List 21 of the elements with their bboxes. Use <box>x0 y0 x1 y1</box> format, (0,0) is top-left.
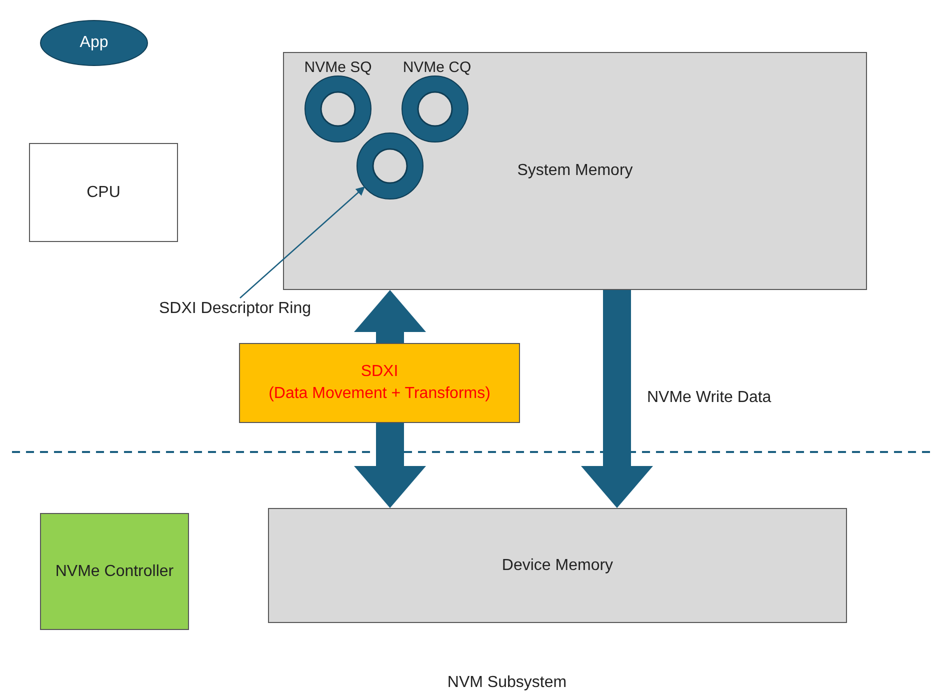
node-label: SDXI <box>360 362 398 382</box>
process-box <box>239 343 520 423</box>
process-box <box>283 52 867 290</box>
node-label: NVMe Controller <box>55 562 174 582</box>
callout-label: SDXI Descriptor Ring <box>140 298 330 320</box>
process-box <box>268 508 847 623</box>
node-label: CPU <box>86 182 120 202</box>
process-box <box>40 513 189 630</box>
node-label: System Memory <box>517 161 633 181</box>
process-box <box>29 143 178 242</box>
block-arrow <box>581 290 653 508</box>
block-arrow <box>354 290 426 343</box>
ring-node <box>355 131 425 201</box>
caption-label: NVM Subsystem <box>447 674 567 692</box>
leader-line <box>240 186 366 298</box>
node-label: Device Memory <box>502 556 614 576</box>
ring-label: NVMe SQ <box>303 59 373 76</box>
ring-label: NVMe CQ <box>402 59 472 76</box>
node-label: (Data Movement + Transforms) <box>268 384 490 404</box>
node-label: App <box>80 34 108 52</box>
block-arrow <box>354 423 426 508</box>
